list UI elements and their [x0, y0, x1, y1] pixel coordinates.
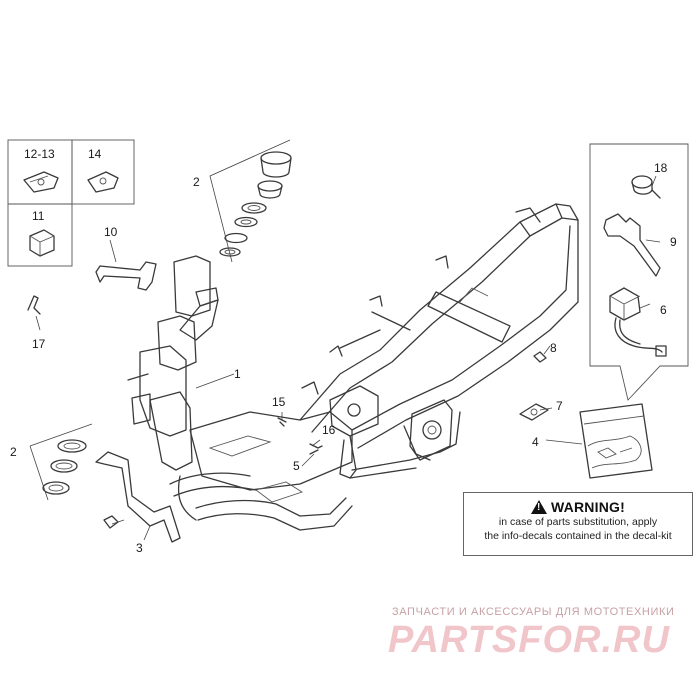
warning-triangle-icon: ! [531, 500, 548, 514]
clip-nut-12-13[interactable] [23, 171, 59, 193]
bracket-3[interactable] [95, 451, 181, 543]
warning-notice: !WARNING! in case of parts substitution,… [463, 492, 693, 556]
leader-2-lower [29, 423, 93, 501]
watermark-tagline: ЗАПЧАСТИ И АКСЕССУАРЫ ДЛЯ МОТОТЕХНИКИ [392, 606, 675, 618]
callout-8: 8 [550, 341, 557, 355]
right-parts-box [589, 143, 689, 401]
steering-bearing-set-lower[interactable] [42, 439, 87, 495]
bolt-18[interactable] [631, 175, 661, 199]
small-parts-grid [7, 139, 135, 267]
callout-4: 4 [532, 435, 539, 449]
steering-bearing-set-upper[interactable] [219, 151, 292, 257]
cage-nut-11[interactable] [29, 229, 55, 257]
callout-10: 10 [104, 225, 118, 239]
bracket-9[interactable] [603, 213, 661, 277]
decal-kit-4[interactable] [545, 403, 653, 479]
callout-9: 9 [670, 235, 677, 249]
screw-16[interactable] [309, 439, 323, 449]
clip-17[interactable] [27, 295, 41, 331]
callout-15: 15 [272, 395, 286, 409]
callout-6: 6 [660, 303, 667, 317]
clip-nut-14[interactable] [87, 171, 119, 193]
callout-1: 1 [234, 367, 241, 381]
clamp-7[interactable] [519, 403, 553, 421]
screw-5[interactable] [301, 449, 319, 467]
callout-3: 3 [136, 541, 143, 555]
warning-line-1: in case of parts substitution, apply [498, 516, 658, 528]
callout-2-upper: 2 [193, 175, 200, 189]
callout-18: 18 [654, 161, 668, 175]
leader-2-upper [209, 139, 291, 263]
callout-2-lower: 2 [10, 445, 17, 459]
sensor-6[interactable] [609, 287, 667, 357]
bracket-10[interactable] [95, 239, 157, 291]
leader-1 [195, 373, 235, 389]
callout-5: 5 [293, 459, 300, 473]
callout-16: 16 [322, 423, 336, 437]
screw-15[interactable] [277, 412, 287, 427]
main-frame[interactable] [127, 203, 579, 531]
warning-line-2: the info-decals contained in the decal-k… [484, 530, 672, 542]
callout-11: 11 [32, 209, 45, 223]
callout-17: 17 [32, 337, 46, 351]
callout-12-13: 12-13 [24, 147, 55, 161]
warning-title: !WARNING! [464, 499, 692, 515]
callout-14: 14 [88, 147, 102, 161]
watermark-logo: PARTSFOR.RU [388, 619, 670, 661]
callout-7: 7 [556, 399, 563, 413]
screw-8[interactable] [533, 345, 551, 363]
